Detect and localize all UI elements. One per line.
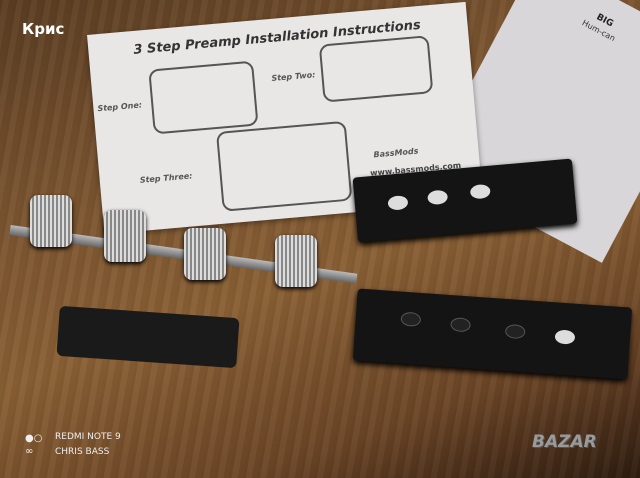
knob — [104, 210, 146, 262]
brand-logo: BassMods — [373, 146, 419, 160]
camera-model: REDMI NOTE 9 — [55, 432, 121, 442]
user-watermark: Крис — [22, 20, 65, 38]
camera-logo-icon: ●○∞ — [25, 433, 43, 457]
step-three-diagram — [215, 120, 353, 212]
knob — [30, 195, 72, 247]
step-two-diagram — [318, 35, 434, 103]
bazar-logo: BAZAR — [532, 432, 597, 452]
step-one-diagram — [148, 60, 259, 135]
step-three-label: Step Three: — [139, 171, 193, 185]
knob — [184, 228, 226, 280]
knob — [275, 235, 317, 287]
step-two-label: Step Two: — [271, 70, 316, 84]
camera-author: CHRIS BASS — [55, 447, 110, 457]
camera-watermark: ●○∞ REDMI NOTE 9 CHRIS BASS — [25, 430, 121, 460]
step-one-label: Step One: — [97, 100, 143, 114]
